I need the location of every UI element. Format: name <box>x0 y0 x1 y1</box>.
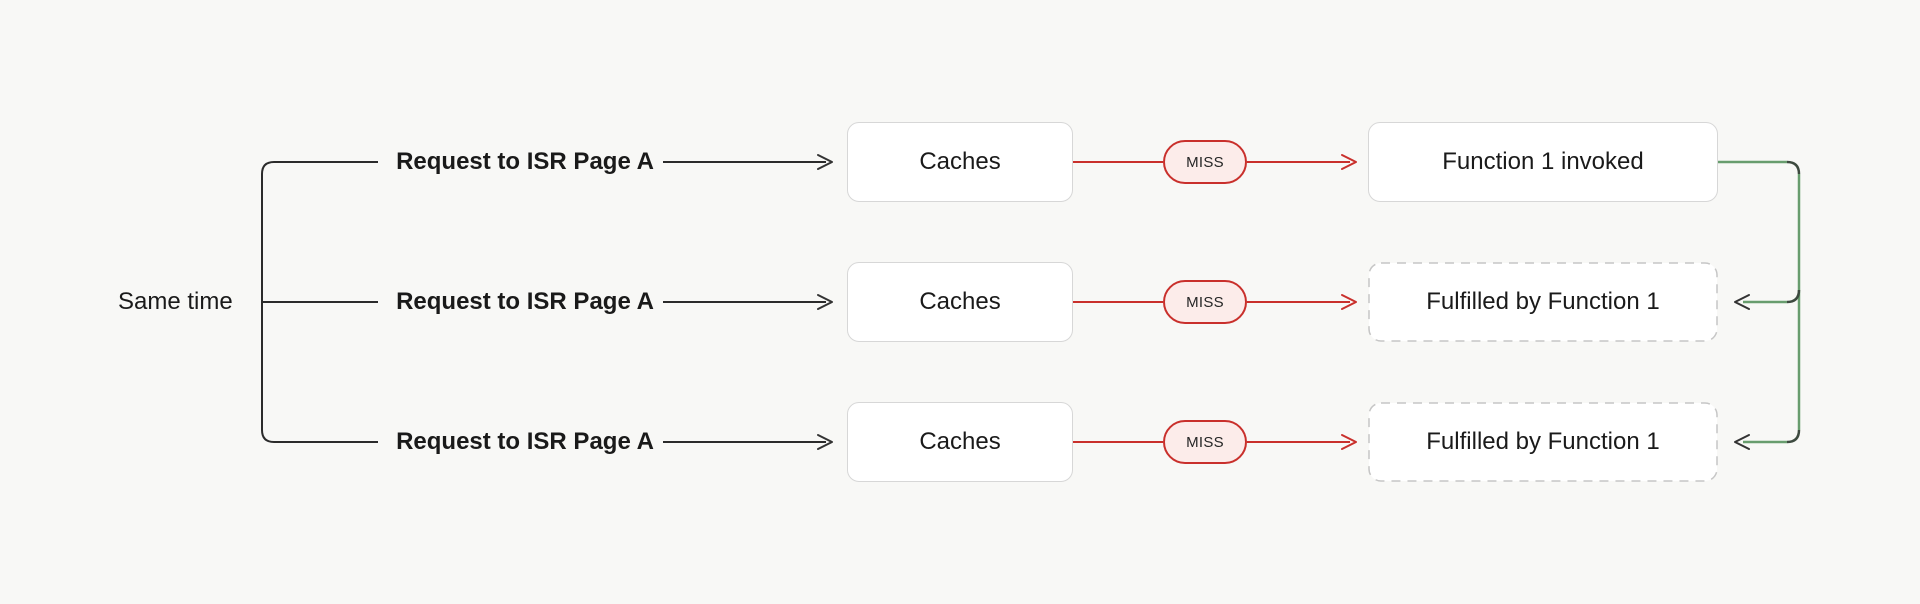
miss-to-result-arrow-row3 <box>1247 434 1357 450</box>
arrow-right-icon <box>1341 294 1357 310</box>
request-to-cache-arrow-row1 <box>663 154 833 170</box>
miss-to-result-arrow-row1 <box>1247 154 1357 170</box>
fulfilled-label: Fulfilled by Function 1 <box>1426 288 1660 315</box>
arrow-right-icon <box>1341 154 1357 170</box>
arrow-right-icon <box>1341 434 1357 450</box>
arrow-left-icon <box>1734 294 1750 310</box>
request-label: Request to ISR Page A <box>396 148 654 175</box>
request-label: Request to ISR Page A <box>396 428 654 455</box>
dashed-border <box>1368 262 1718 342</box>
caches-box: Caches <box>847 122 1073 202</box>
caches-label: Caches <box>919 288 1001 315</box>
function-invoked-box: Function 1 invoked <box>1368 122 1718 202</box>
dashed-border <box>1368 402 1718 482</box>
arrow-left-icon <box>1734 434 1750 450</box>
same-time-label: Same time <box>118 288 233 315</box>
arrow-right-icon <box>817 434 833 450</box>
green-return-connector <box>1718 160 1801 450</box>
miss-badge: MISS <box>1163 420 1247 464</box>
arrow-right-icon <box>817 154 833 170</box>
fulfilled-box: Fulfilled by Function 1 <box>1368 262 1718 342</box>
caches-label: Caches <box>919 428 1001 455</box>
miss-label: MISS <box>1186 153 1224 171</box>
function-invoked-label: Function 1 invoked <box>1442 148 1644 175</box>
request-to-cache-arrow-row2 <box>663 294 833 310</box>
request-label: Request to ISR Page A <box>396 288 654 315</box>
fulfilled-label: Fulfilled by Function 1 <box>1426 428 1660 455</box>
caches-box: Caches <box>847 262 1073 342</box>
arrow-right-icon <box>817 294 833 310</box>
miss-badge: MISS <box>1163 280 1247 324</box>
request-to-cache-arrow-row3 <box>663 434 833 450</box>
miss-label: MISS <box>1186 433 1224 451</box>
caches-box: Caches <box>847 402 1073 482</box>
miss-to-result-arrow-row2 <box>1247 294 1357 310</box>
miss-badge: MISS <box>1163 140 1247 184</box>
same-time-bracket <box>261 161 378 443</box>
caches-label: Caches <box>919 148 1001 175</box>
miss-label: MISS <box>1186 293 1224 311</box>
fulfilled-box: Fulfilled by Function 1 <box>1368 402 1718 482</box>
